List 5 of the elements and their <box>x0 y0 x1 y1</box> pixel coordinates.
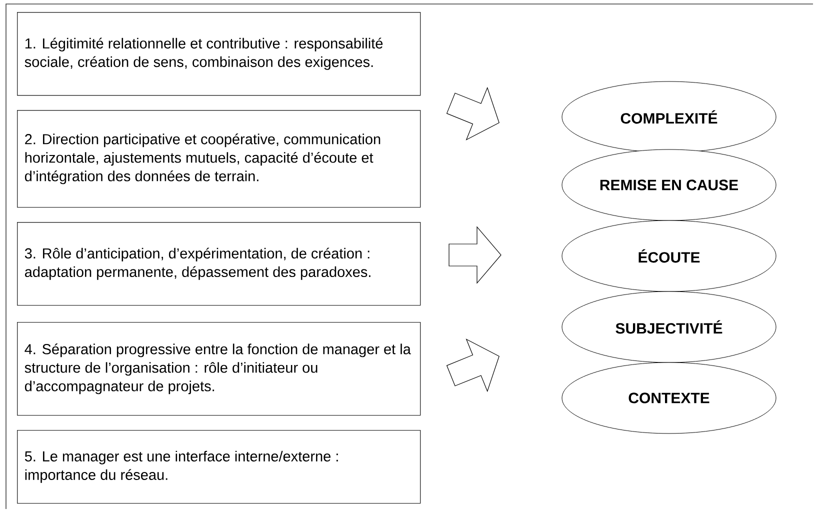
text-box: 2. Direction participative et coopérative, communication horizontale, ajustements mutuels, capacité d’écoute et d’intégration des données de terrain. <box>17 110 421 208</box>
text-box: 1. Légitimité relationnelle et contributive : responsabilité sociale, création de sens, combinaison des exigences. <box>17 12 421 96</box>
text-box: 3. Rôle d’anticipation, d’expérimentation, de création : adaptation permanente, dépassement des paradoxes. <box>17 222 421 306</box>
text-box: 5. Le manager est une interface interne/externe : importance du réseau. <box>17 430 421 504</box>
text-box: 4. Séparation progressive entre la fonction de manager et la structure de l’organisation : rôle d’initiateur ou d’accompagnateur de projets. <box>17 322 421 416</box>
